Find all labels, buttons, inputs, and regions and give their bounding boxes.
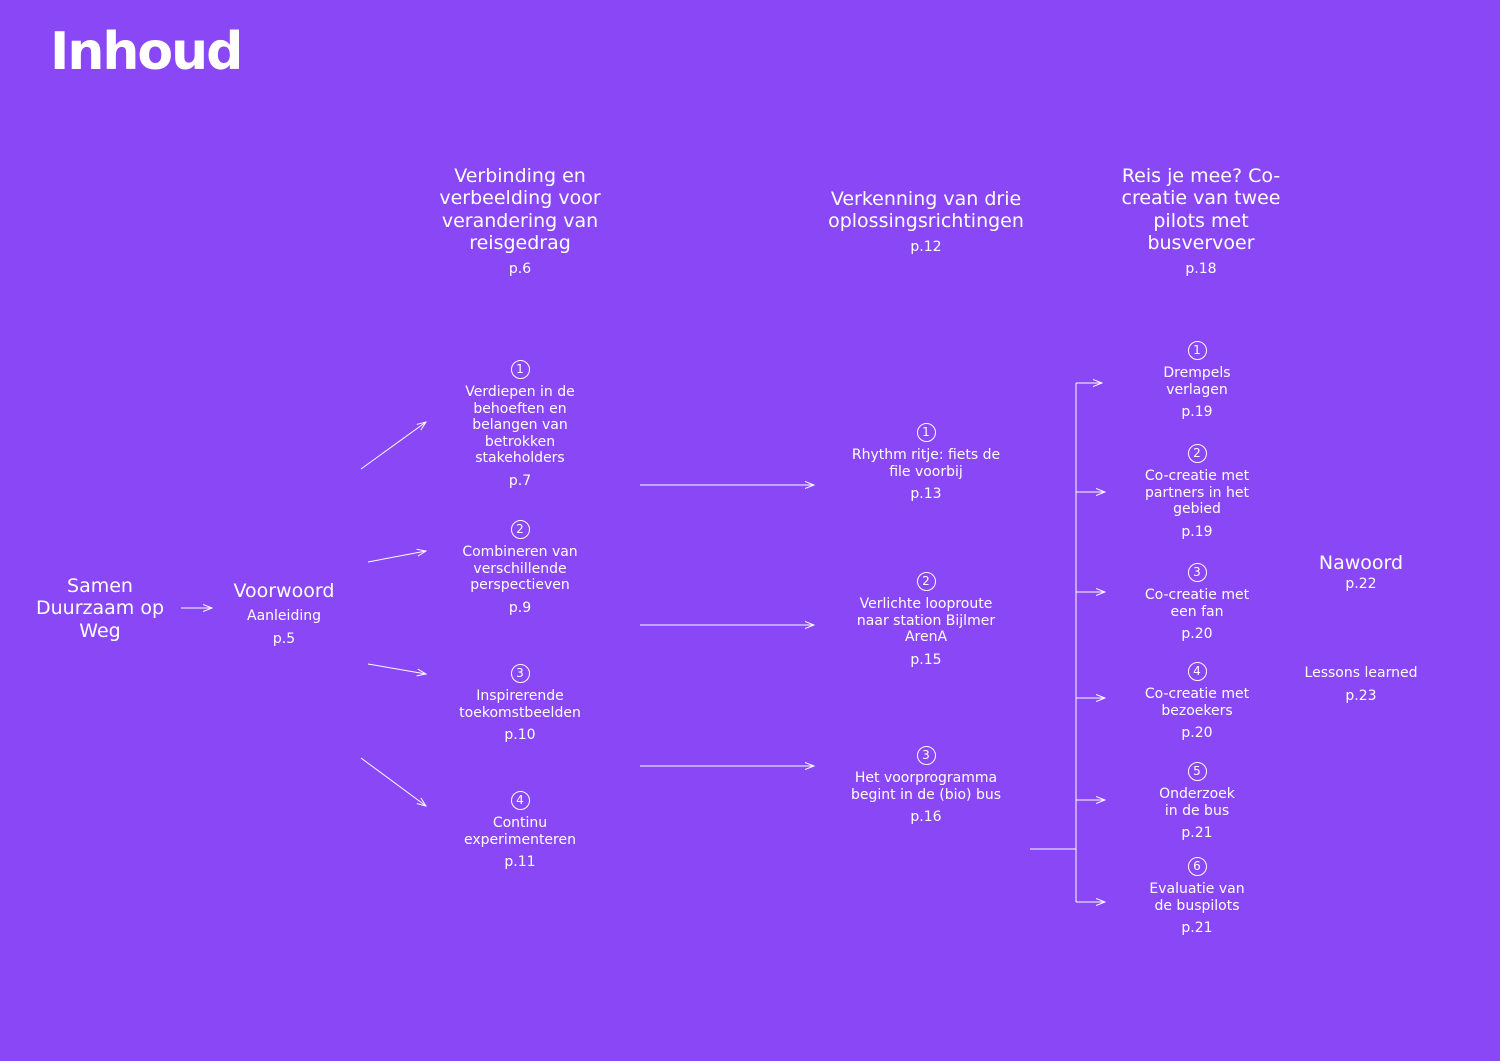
item-page: p.9 — [508, 599, 532, 616]
section-2-page: p.12 — [910, 238, 942, 255]
item-page: p.20 — [1181, 626, 1213, 643]
nawoord-page: p.22 — [1345, 576, 1377, 593]
arrow-to-col1-4 — [360, 757, 426, 806]
item-label: Verdiepen in de behoeften en belangen va… — [465, 384, 575, 467]
section-1-page: p.6 — [508, 260, 532, 277]
item-page: p.10 — [504, 727, 536, 744]
number-badge: 3 — [916, 746, 936, 765]
item-label: Combineren van verschillende perspectiev… — [462, 544, 578, 594]
section-1-heading[interactable]: Verbinding en verbeelding voor veranderi… — [430, 165, 610, 277]
start-node: Samen Duurzaam op Weg — [30, 575, 170, 642]
section-1-title: Verbinding en verbeelding voor veranderi… — [439, 165, 601, 255]
col2-item-1[interactable]: 1 Rhythm ritje: fiets de file voorbij p.… — [846, 423, 1006, 503]
lessons-page: p.23 — [1345, 687, 1377, 704]
number-badge: 3 — [1187, 563, 1207, 582]
item-label: Onderzoek in de bus — [1159, 786, 1235, 819]
col2-item-2[interactable]: 2 Verlichte looproute naar station Bijlm… — [851, 572, 1001, 668]
item-label: Evaluatie van de buspilots — [1149, 881, 1245, 914]
arrow-to-col1-3 — [367, 663, 426, 674]
item-page: p.11 — [504, 854, 536, 871]
col2-item-3[interactable]: 3 Het voorprogramma begint in de (bio) b… — [846, 746, 1006, 826]
item-label: Co-creatie met een fan — [1144, 587, 1250, 620]
item-page: p.19 — [1181, 404, 1213, 421]
number-badge: 2 — [916, 572, 936, 591]
item-label: Co-creatie met bezoekers — [1144, 686, 1250, 719]
item-page: p.21 — [1181, 825, 1213, 842]
voorwoord-page: p.5 — [272, 630, 296, 647]
col3-item-2[interactable]: 2 Co-creatie met partners in het gebied … — [1132, 444, 1262, 540]
nawoord-label: Nawoord — [1318, 552, 1404, 574]
item-label: Continu experimenteren — [464, 815, 576, 848]
number-badge: 3 — [510, 664, 530, 683]
item-page: p.20 — [1181, 725, 1213, 742]
col1-item-3[interactable]: 3 Inspirerende toekomstbeelden p.10 — [450, 664, 590, 744]
page-title: Inhoud — [50, 22, 243, 82]
section-2-heading[interactable]: Verkenning van drie oplossingsrichtingen… — [816, 188, 1036, 255]
item-label: Inspirerende toekomstbeelden — [459, 688, 581, 721]
section-3-heading[interactable]: Reis je mee? Co-creatie van twee pilots … — [1120, 165, 1282, 277]
item-page: p.7 — [508, 472, 532, 489]
number-badge: 1 — [510, 360, 530, 379]
number-badge: 4 — [510, 791, 530, 810]
section-3-page: p.18 — [1185, 260, 1217, 277]
item-label: Verlichte looproute naar station Bijlmer… — [856, 596, 996, 646]
item-page: p.21 — [1181, 920, 1213, 937]
col1-item-4[interactable]: 4 Continu experimenteren p.11 — [450, 791, 590, 871]
number-badge: 1 — [1187, 341, 1207, 360]
col3-item-5[interactable]: 5 Onderzoek in de bus p.21 — [1132, 762, 1262, 842]
number-badge: 6 — [1187, 857, 1207, 876]
item-page: p.16 — [910, 809, 942, 826]
voorwoord-label: Voorwoord — [233, 580, 335, 602]
arrow-to-col1-2 — [367, 551, 426, 563]
section-3-title: Reis je mee? Co-creatie van twee pilots … — [1121, 165, 1281, 255]
number-badge: 1 — [916, 423, 936, 442]
item-page: p.13 — [910, 486, 942, 503]
voorwoord-sub: Aanleiding — [247, 608, 321, 625]
item-label: Drempels verlagen — [1163, 365, 1231, 398]
col3-item-4[interactable]: 4 Co-creatie met bezoekers p.20 — [1132, 662, 1262, 742]
item-page: p.19 — [1181, 523, 1213, 540]
start-label: Samen Duurzaam op Weg — [35, 575, 165, 642]
item-label: Het voorprogramma begint in de (bio) bus — [850, 770, 1002, 803]
arrow-to-col1-1 — [360, 422, 426, 470]
voorwoord-node[interactable]: Voorwoord Aanleiding p.5 — [214, 580, 354, 647]
item-page: p.15 — [910, 651, 942, 668]
col3-item-6[interactable]: 6 Evaluatie van de buspilots p.21 — [1132, 857, 1262, 937]
item-label: Rhythm ritje: fiets de file voorbij — [851, 447, 1001, 480]
number-badge: 2 — [1187, 444, 1207, 463]
col3-item-3[interactable]: 3 Co-creatie met een fan p.20 — [1132, 563, 1262, 643]
col1-item-2[interactable]: 2 Combineren van verschillende perspecti… — [450, 520, 590, 616]
col3-item-1[interactable]: 1 Drempels verlagen p.19 — [1132, 341, 1262, 421]
number-badge: 2 — [510, 520, 530, 539]
lessons-node[interactable]: Lessons learned p.23 — [1296, 665, 1426, 704]
number-badge: 4 — [1187, 662, 1207, 681]
section-2-title: Verkenning van drie oplossingsrichtingen — [828, 188, 1024, 233]
col1-item-1[interactable]: 1 Verdiepen in de behoeften en belangen … — [440, 360, 600, 489]
number-badge: 5 — [1187, 762, 1207, 781]
item-label: Co-creatie met partners in het gebied — [1144, 468, 1250, 518]
nawoord-node[interactable]: Nawoord p.22 — [1300, 552, 1422, 593]
lessons-label: Lessons learned — [1304, 665, 1418, 681]
